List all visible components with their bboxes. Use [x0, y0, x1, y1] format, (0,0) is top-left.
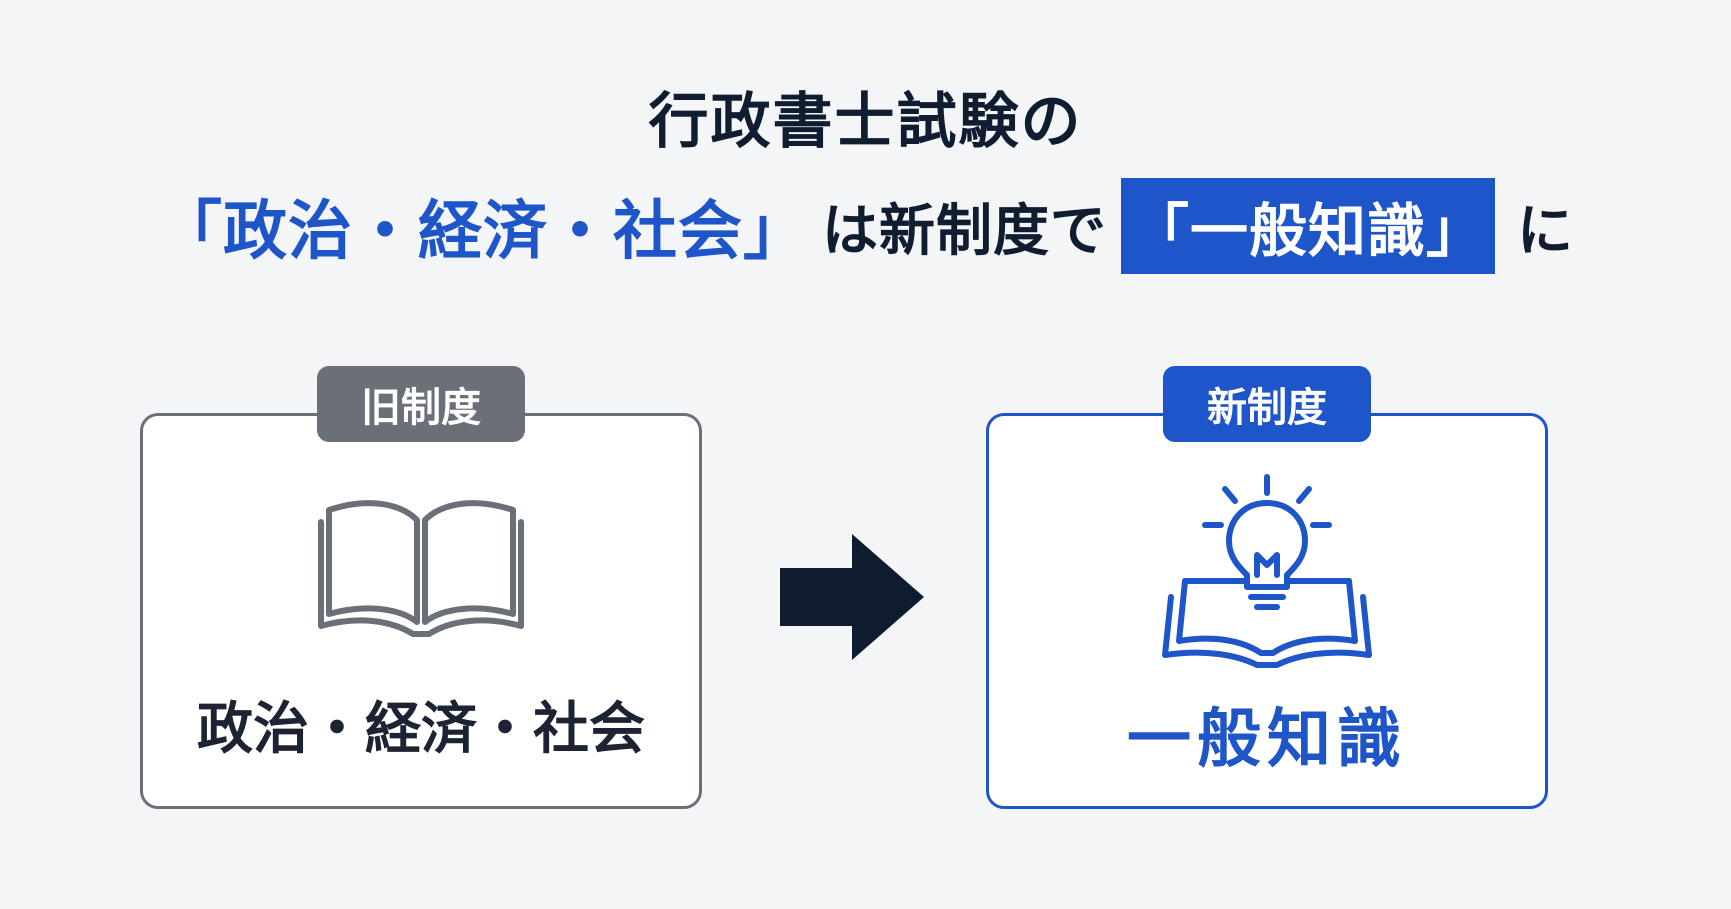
page-title-line1: 行政書士試験の	[648, 87, 1083, 157]
lightbulb-book-icon	[1157, 471, 1377, 675]
new-system-tag: 新制度	[1163, 366, 1371, 442]
old-system-label: 政治・経済・社会	[197, 697, 645, 762]
old-system-tag: 旧制度	[317, 366, 525, 442]
open-book-icon	[313, 496, 529, 646]
right-arrow-icon	[780, 534, 924, 664]
old-system-card: 旧制度 政治・経済・社会	[140, 366, 702, 809]
page-title-line2: 「政治・経済・社会」 は新制度で 「一般知識」 に	[0, 178, 1731, 274]
title-tail: に	[1517, 198, 1573, 264]
title-new-subject-highlight: 「一般知識」	[1120, 178, 1495, 274]
new-system-label: 一般知識	[1127, 703, 1407, 777]
new-system-card: 新制度 一般知識	[986, 366, 1548, 809]
title-old-subject: 「政治・経済・社会」	[157, 195, 808, 269]
title-connector: は新制度で	[821, 198, 1107, 264]
